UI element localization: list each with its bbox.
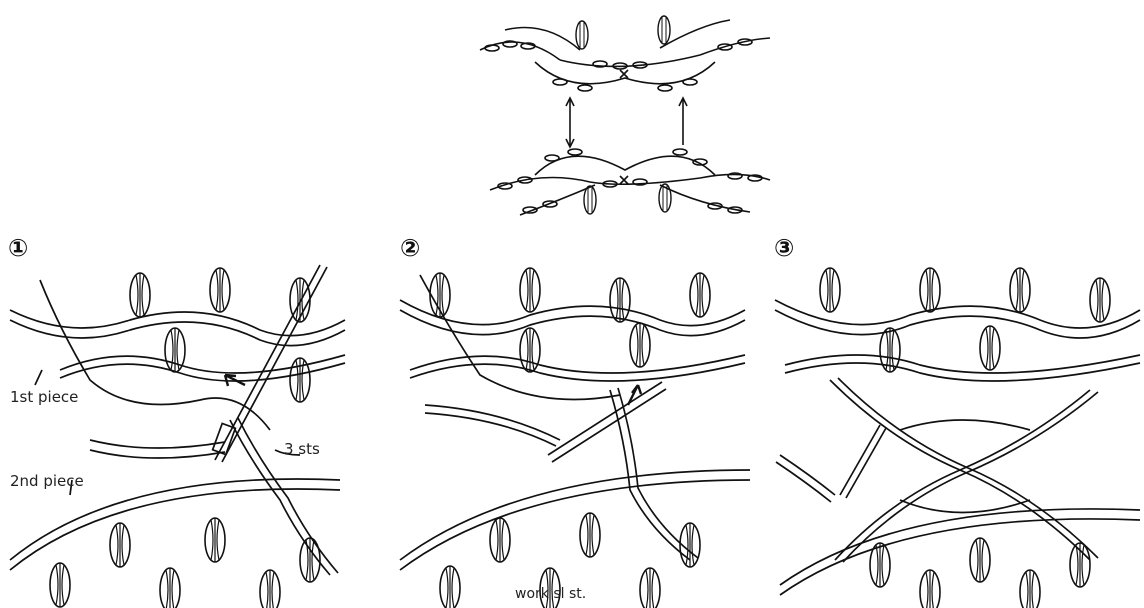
label-work-sl-st: work sl st. <box>515 586 586 602</box>
step-2-number: ② <box>400 236 420 260</box>
label-first-piece: 1st piece <box>10 388 78 406</box>
step-3-number: ③ <box>774 236 794 260</box>
label-second-piece: 2nd piece <box>10 472 84 490</box>
stitch-chart <box>480 16 770 215</box>
panel-1-illustration <box>10 265 345 608</box>
panel-3-illustration <box>775 268 1140 608</box>
step-1-number: ① <box>8 236 28 260</box>
label-three-sts: 3 sts <box>284 440 320 458</box>
panel-2-illustration <box>400 268 750 608</box>
